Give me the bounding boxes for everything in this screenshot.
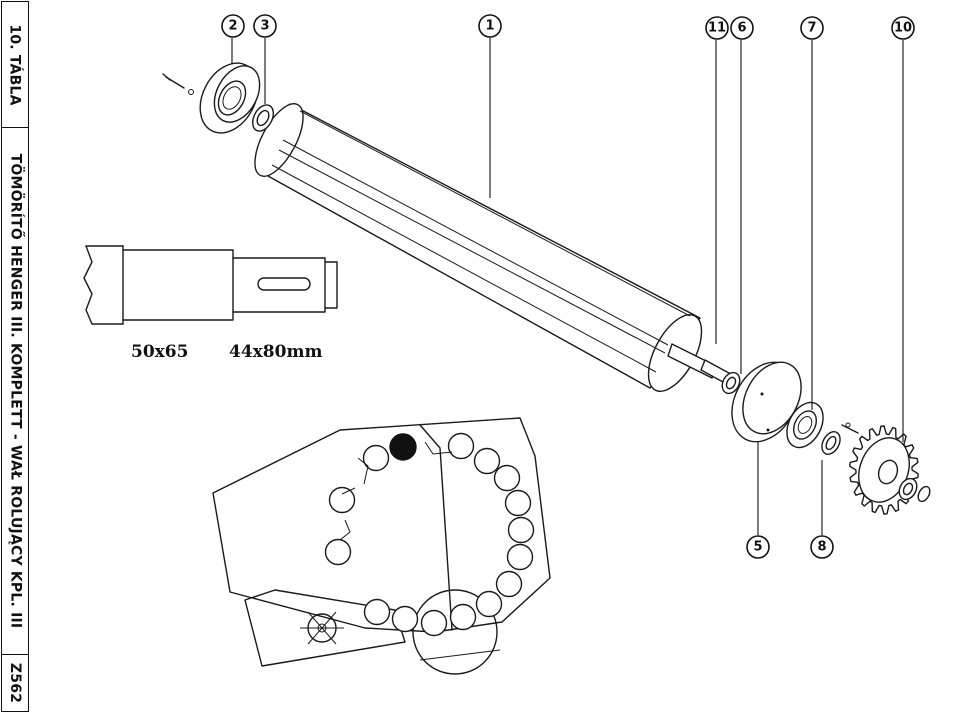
svg-text:3: 3 <box>260 19 269 34</box>
roller-drum <box>254 103 739 392</box>
chamber-roller <box>507 516 535 544</box>
chamber-rollers <box>324 432 535 637</box>
callout-10: 10 <box>891 16 915 40</box>
callout-6: 6 <box>730 16 754 40</box>
callout-8: 8 <box>810 535 834 559</box>
highlighted-roller <box>389 433 417 461</box>
callout-bubbles: 1 2 3 5 6 7 8 10 <box>221 14 915 559</box>
chamber-roller <box>420 609 448 637</box>
chamber-roller <box>493 464 521 492</box>
svg-text:6: 6 <box>737 21 746 36</box>
svg-text:1: 1 <box>485 19 494 34</box>
callout-leaders <box>231 38 904 535</box>
chamber-roller <box>328 486 356 514</box>
chamber-roller <box>363 598 391 626</box>
callout-11: 11 <box>705 16 729 40</box>
chamber-roller <box>495 570 523 598</box>
right-end-parts <box>721 361 931 515</box>
svg-text:10: 10 <box>894 21 912 36</box>
svg-text:5: 5 <box>753 540 762 555</box>
svg-text:7: 7 <box>807 21 816 36</box>
journal-dimension: 50x65 <box>131 342 188 362</box>
chamber-roller <box>475 590 503 618</box>
callout-1: 1 <box>478 14 502 38</box>
title-strip: 10. TÁBLA TÖMÖRÍTŐ HENGER III. KOMPLETT … <box>1 1 29 712</box>
callout-7: 7 <box>800 16 824 40</box>
chamber-roller <box>324 538 352 566</box>
plate-number-cell: 10. TÁBLA <box>2 2 28 128</box>
machine-side-view <box>212 417 551 675</box>
drawing-title-cell: TÖMÖRÍTŐ HENGER III. KOMPLETT - WAŁ ROLU… <box>2 127 28 655</box>
chamber-roller <box>506 543 534 571</box>
sprocket-gear <box>849 425 919 515</box>
shaft-end-detail <box>83 245 338 325</box>
svg-text:11: 11 <box>708 21 726 36</box>
keyed-end-dimension: 44x80mm <box>229 342 322 362</box>
left-end-parts <box>162 62 275 134</box>
svg-text:2: 2 <box>228 19 237 34</box>
callout-2: 2 <box>221 14 245 38</box>
callout-3: 3 <box>253 14 277 38</box>
callout-5: 5 <box>746 535 770 559</box>
chamber-roller <box>473 447 501 475</box>
chamber-roller <box>391 605 419 633</box>
chamber-roller <box>362 444 390 472</box>
chamber-roller <box>504 489 532 517</box>
svg-text:8: 8 <box>817 540 826 555</box>
chamber-roller <box>447 432 475 460</box>
chamber-roller <box>449 603 477 631</box>
